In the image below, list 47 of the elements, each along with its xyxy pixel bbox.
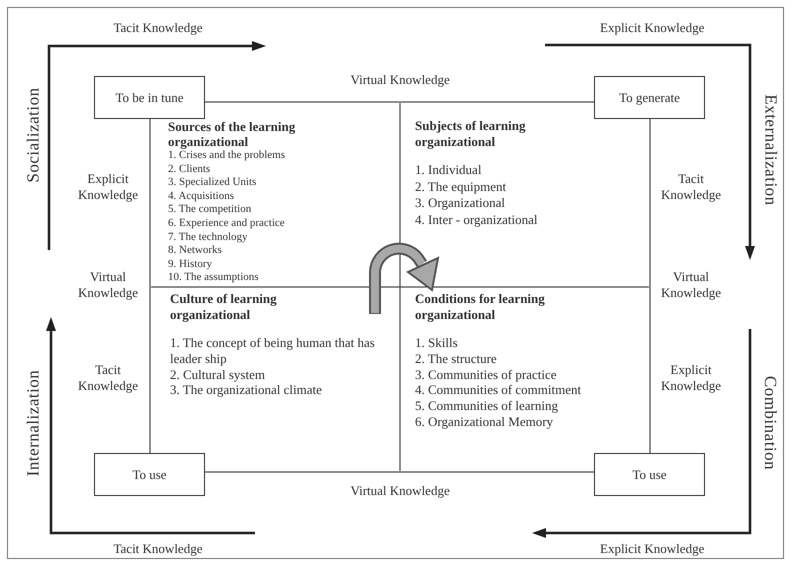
knowledge-label: Explicit Knowledge: [77, 171, 139, 203]
knowledge-label: Virtual Knowledge: [660, 269, 722, 301]
list-item: 1. Individual: [415, 162, 482, 178]
knowledge-label: Tacit Knowledge: [660, 171, 722, 203]
list-item: 2. Clients: [168, 162, 212, 176]
list-item: 1. Crises and the problems: [168, 149, 286, 163]
knowledge-label: Explicit Knowledge: [660, 362, 722, 394]
phase-label: Internalization: [22, 370, 43, 476]
process-box: To be in tune: [94, 76, 205, 119]
knowledge-label: Tacit Knowledge: [114, 20, 202, 36]
list-item: 2. The equipment: [415, 178, 508, 195]
list-item: 3. The organizational climate: [170, 382, 323, 398]
quadrant-heading: Culture of learning organizational: [170, 291, 278, 323]
phase-label: Socialization: [23, 87, 44, 183]
list-item: 3. Specialized Units: [168, 176, 258, 190]
knowledge-label: Tacit Knowledge: [114, 541, 202, 557]
list-item: 3. Organizational: [415, 195, 506, 212]
process-box: To generate: [594, 76, 705, 119]
quadrant-heading: Conditions for learning organizational: [415, 291, 546, 323]
list-item: 5. Communities of learning: [415, 398, 559, 414]
knowledge-label: Virtual Knowledge: [350, 72, 450, 88]
knowledge-label: Virtual Knowledge: [77, 269, 139, 301]
process-box: To use: [594, 453, 705, 496]
phase-label: Combination: [760, 376, 780, 470]
list-item: 5. The competition: [168, 203, 252, 217]
list-item: 10. The assumptions: [168, 271, 260, 285]
list-item: 4. Acquisitions: [168, 190, 236, 204]
list-item: 2. The structure: [415, 350, 498, 367]
phase-label: Externalization: [760, 94, 780, 206]
list-item: 8. Networks: [168, 244, 223, 258]
list-item: 2. Cultural system: [170, 366, 266, 382]
knowledge-label: Virtual Knowledge: [350, 483, 450, 499]
list-item: 3. Communities of practice: [415, 366, 558, 382]
list-item: 4. Communities of commitment: [415, 382, 582, 398]
knowledge-label: Explicit Knowledge: [600, 20, 704, 36]
list-item: 4. Inter - organizational: [415, 212, 538, 228]
quadrant-heading: Sources of the learning organizational: [168, 120, 296, 149]
list-item: 6. Organizational Memory: [415, 414, 554, 430]
knowledge-label: Explicit Knowledge: [600, 541, 704, 557]
list-item: 7. The technology: [168, 230, 249, 244]
list-item: 1. The concept of being human that has leader ship: [170, 335, 376, 367]
process-box: To use: [94, 453, 205, 496]
list-item: 9. History: [168, 258, 213, 272]
list-item: 6. Experience and practice: [168, 216, 286, 231]
quadrant-heading: Subjects of learning organizational: [415, 118, 526, 150]
list-item: 1. Skills: [415, 335, 459, 351]
knowledge-label: Tacit Knowledge: [77, 362, 139, 394]
